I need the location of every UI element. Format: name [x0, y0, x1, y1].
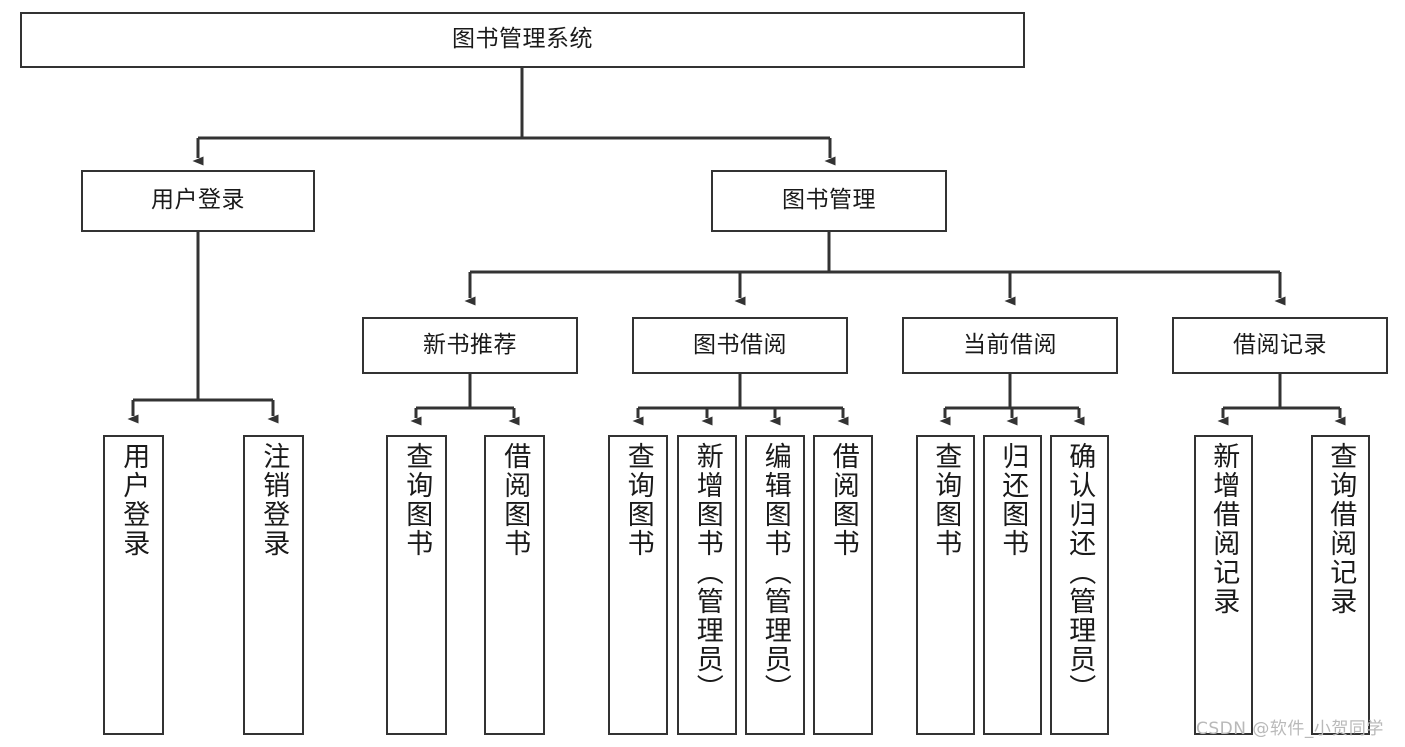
leaf-record-query-label: 查询借阅记录: [1325, 442, 1357, 616]
node-current-borrow[interactable]: 当前借阅: [902, 317, 1118, 374]
leaf-current-confirm-label: 确认归还（管理员）: [1064, 442, 1096, 703]
node-root-label: 图书管理系统: [452, 26, 593, 53]
leaf-borrow-add[interactable]: 新增图书（管理员）: [677, 435, 737, 735]
node-new-book-recommend-label: 新书推荐: [423, 331, 517, 358]
watermark: CSDN @软件_小贺同学: [1196, 719, 1384, 739]
node-borrow-record-label: 借阅记录: [1233, 331, 1327, 358]
leaf-borrow-query[interactable]: 查询图书: [608, 435, 668, 735]
leaf-recommend-borrow[interactable]: 借阅图书: [484, 435, 545, 735]
node-book-borrow[interactable]: 图书借阅: [632, 317, 848, 374]
node-root[interactable]: 图书管理系统: [20, 12, 1025, 68]
leaf-borrow-query-label: 查询图书: [622, 442, 654, 558]
leaf-borrow-edit[interactable]: 编辑图书（管理员）: [745, 435, 805, 735]
node-current-borrow-label: 当前借阅: [963, 331, 1057, 358]
node-user-login-label: 用户登录: [151, 187, 245, 214]
leaf-recommend-query-label: 查询图书: [401, 442, 433, 558]
node-book-management[interactable]: 图书管理: [711, 170, 947, 232]
leaf-borrow-lend-label: 借阅图书: [827, 442, 859, 558]
leaf-borrow-edit-label: 编辑图书（管理员）: [759, 442, 791, 703]
leaf-user-logout[interactable]: 注销登录: [243, 435, 304, 735]
node-book-management-label: 图书管理: [782, 187, 876, 214]
leaf-current-query-label: 查询图书: [930, 442, 962, 558]
leaf-current-query[interactable]: 查询图书: [916, 435, 975, 735]
leaf-user-login[interactable]: 用户登录: [103, 435, 164, 735]
node-new-book-recommend[interactable]: 新书推荐: [362, 317, 578, 374]
node-user-login[interactable]: 用户登录: [81, 170, 315, 232]
leaf-borrow-add-label: 新增图书（管理员）: [691, 442, 723, 703]
leaf-user-logout-label: 注销登录: [258, 442, 290, 558]
leaf-borrow-lend[interactable]: 借阅图书: [813, 435, 873, 735]
node-borrow-record[interactable]: 借阅记录: [1172, 317, 1388, 374]
leaf-current-return-label: 归还图书: [997, 442, 1029, 558]
leaf-record-add[interactable]: 新增借阅记录: [1194, 435, 1253, 735]
leaf-current-confirm[interactable]: 确认归还（管理员）: [1050, 435, 1109, 735]
leaf-record-query[interactable]: 查询借阅记录: [1311, 435, 1370, 735]
leaf-recommend-borrow-label: 借阅图书: [499, 442, 531, 558]
leaf-recommend-query[interactable]: 查询图书: [386, 435, 447, 735]
leaf-current-return[interactable]: 归还图书: [983, 435, 1042, 735]
leaf-user-login-label: 用户登录: [118, 442, 150, 558]
leaf-record-add-label: 新增借阅记录: [1208, 442, 1240, 616]
node-book-borrow-label: 图书借阅: [693, 331, 787, 358]
